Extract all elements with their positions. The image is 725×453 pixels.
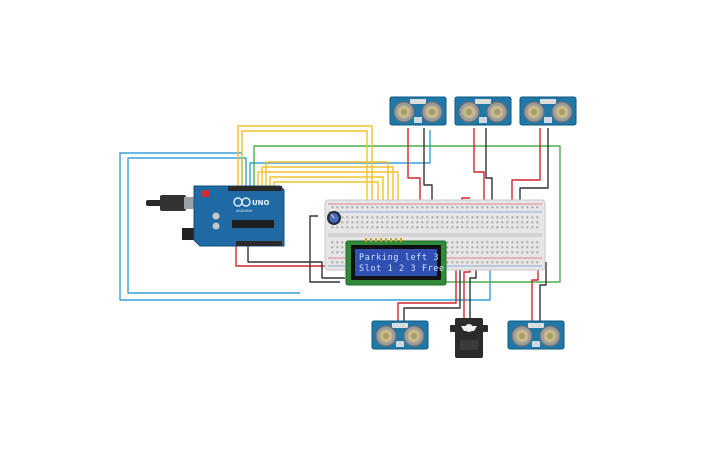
wire-black[interactable]: [403, 262, 461, 322]
lcd-pins: [365, 238, 402, 242]
board-model-label: UNO: [252, 199, 270, 207]
wire-blue[interactable]: [249, 130, 431, 188]
lcd-line-1: Parking left 3: [359, 253, 439, 263]
wire-black[interactable]: [247, 246, 345, 279]
wire-black[interactable]: [423, 128, 433, 206]
ultrasonic-sensor-bottom-2[interactable]: [507, 320, 565, 350]
ultrasonic-sensor-top-3[interactable]: [519, 96, 577, 126]
wire-black[interactable]: [519, 128, 549, 206]
wire-yellow[interactable]: [237, 125, 373, 240]
servo-horn-icon: [461, 326, 477, 331]
ultrasonic-sensor-bottom-1[interactable]: [371, 320, 429, 350]
wire-red[interactable]: [407, 128, 421, 206]
wire-red[interactable]: [397, 262, 457, 322]
wire-black[interactable]: [485, 128, 493, 206]
usb-cable: [146, 200, 162, 206]
potentiometer[interactable]: [327, 211, 341, 225]
lcd-line-2: Slot 1 2 3 Free: [359, 264, 445, 274]
board-brand-label: ARDUINO: [236, 209, 253, 213]
wire-black[interactable]: [309, 215, 340, 283]
wire-green[interactable]: [253, 145, 561, 283]
wire-blue[interactable]: [127, 157, 300, 294]
arduino-uno[interactable]: UNO ARDUINO: [146, 185, 285, 247]
wire-red[interactable]: [531, 262, 539, 322]
servo-motor[interactable]: [450, 318, 488, 358]
ultrasonic-sensor-top-1[interactable]: [389, 96, 447, 126]
wire-red[interactable]: [473, 128, 485, 206]
reset-button[interactable]: [202, 190, 209, 197]
wire-yellow[interactable]: [241, 130, 368, 240]
wire-black[interactable]: [539, 262, 547, 322]
arduino-logo-icon: [233, 197, 251, 207]
lcd-display[interactable]: Parking left 3 Slot 1 2 3 Free: [345, 238, 447, 286]
ultrasonic-sensor-top-2[interactable]: [454, 96, 512, 126]
wire-red[interactable]: [511, 128, 541, 206]
